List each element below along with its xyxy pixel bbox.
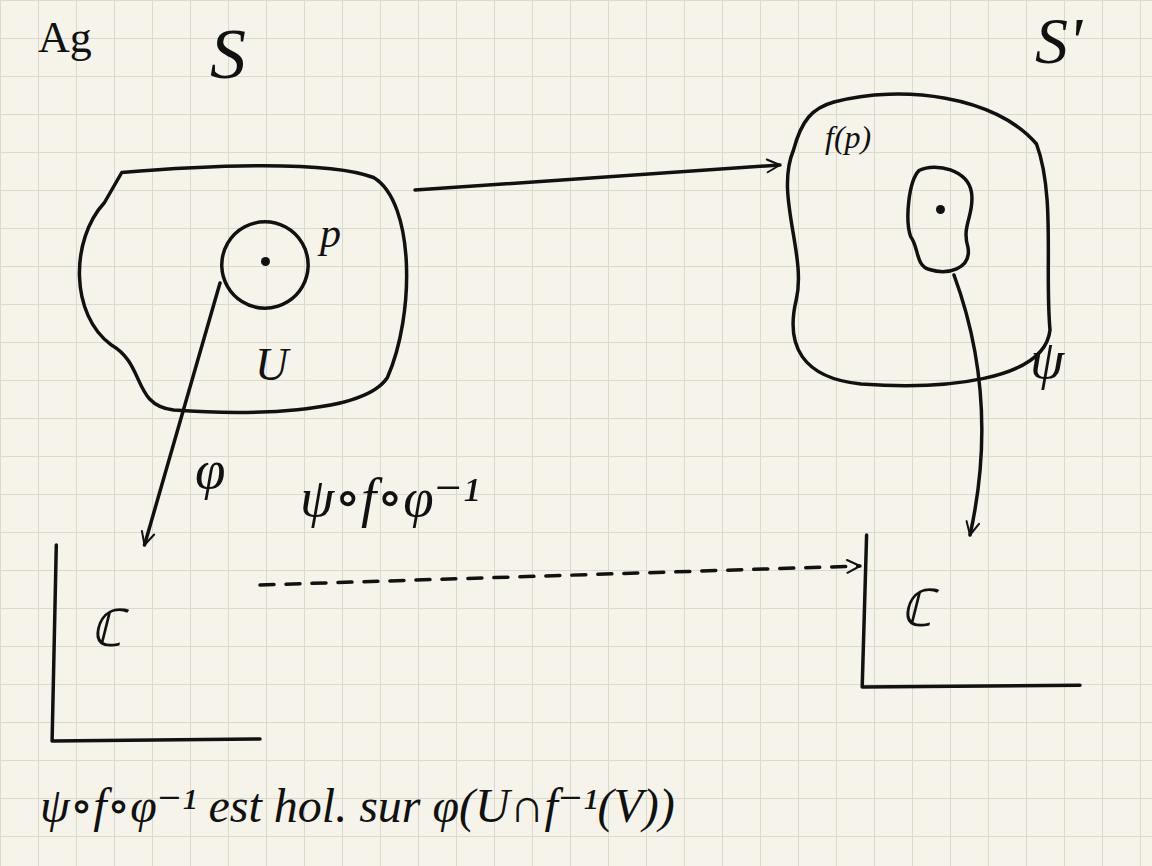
outline <box>780 90 1050 390</box>
math-symbol: p <box>320 210 341 256</box>
math-symbol: ℂ <box>900 580 933 637</box>
map-arrow <box>260 566 860 585</box>
map-label: ψ∘f∘φ⁻¹ <box>300 468 479 529</box>
map-label: φ <box>195 440 225 501</box>
outline <box>905 165 975 275</box>
outline <box>860 535 1080 690</box>
surface-region: SpU <box>70 165 415 415</box>
complex-plane: ℂ <box>860 535 1080 690</box>
math-symbol: S' <box>1035 5 1082 78</box>
map-label: ψ <box>1030 330 1064 391</box>
surface-region: S'f(p) <box>780 90 1050 390</box>
map-arrow <box>145 283 221 545</box>
math-symbol: S <box>210 15 246 94</box>
point-dot <box>936 205 945 214</box>
neighbourhood-blob: f(p) <box>905 165 975 275</box>
statement-note: ψ∘f∘φ⁻¹ est hol. sur φ(U∩f⁻¹(V)) <box>40 780 675 833</box>
math-symbol: U <box>255 340 288 391</box>
math-symbol: f(p) <box>825 120 871 155</box>
map-arrow <box>415 165 780 190</box>
complex-plane: ℂ <box>50 545 260 745</box>
corner-note: Ag <box>38 14 92 62</box>
point-dot <box>261 257 270 266</box>
outline <box>50 545 260 745</box>
math-symbol: ℂ <box>90 600 123 657</box>
map-arrow <box>954 275 982 535</box>
outline <box>70 165 415 415</box>
neighbourhood-circle: pU <box>220 220 310 310</box>
